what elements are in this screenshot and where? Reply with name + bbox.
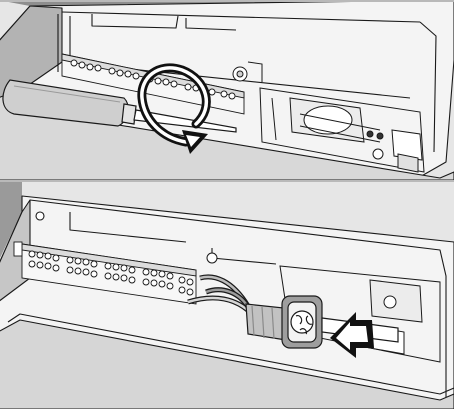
actuator-housing bbox=[0, 182, 454, 409]
limit-switch-unit bbox=[259, 87, 425, 173]
push-arrow bbox=[330, 312, 374, 358]
screw-terminal bbox=[232, 61, 263, 82]
rotation-arrow bbox=[137, 63, 211, 154]
cable-gland bbox=[245, 295, 399, 349]
step-1-panel bbox=[0, 2, 454, 180]
step-1-illustration bbox=[0, 2, 454, 180]
step-2-panel bbox=[0, 182, 454, 409]
screwdriver bbox=[2, 79, 237, 133]
top-divider bbox=[0, 0, 454, 2]
step-2-illustration bbox=[0, 182, 454, 409]
terminal-strip bbox=[13, 241, 197, 305]
step-divider bbox=[0, 180, 454, 182]
